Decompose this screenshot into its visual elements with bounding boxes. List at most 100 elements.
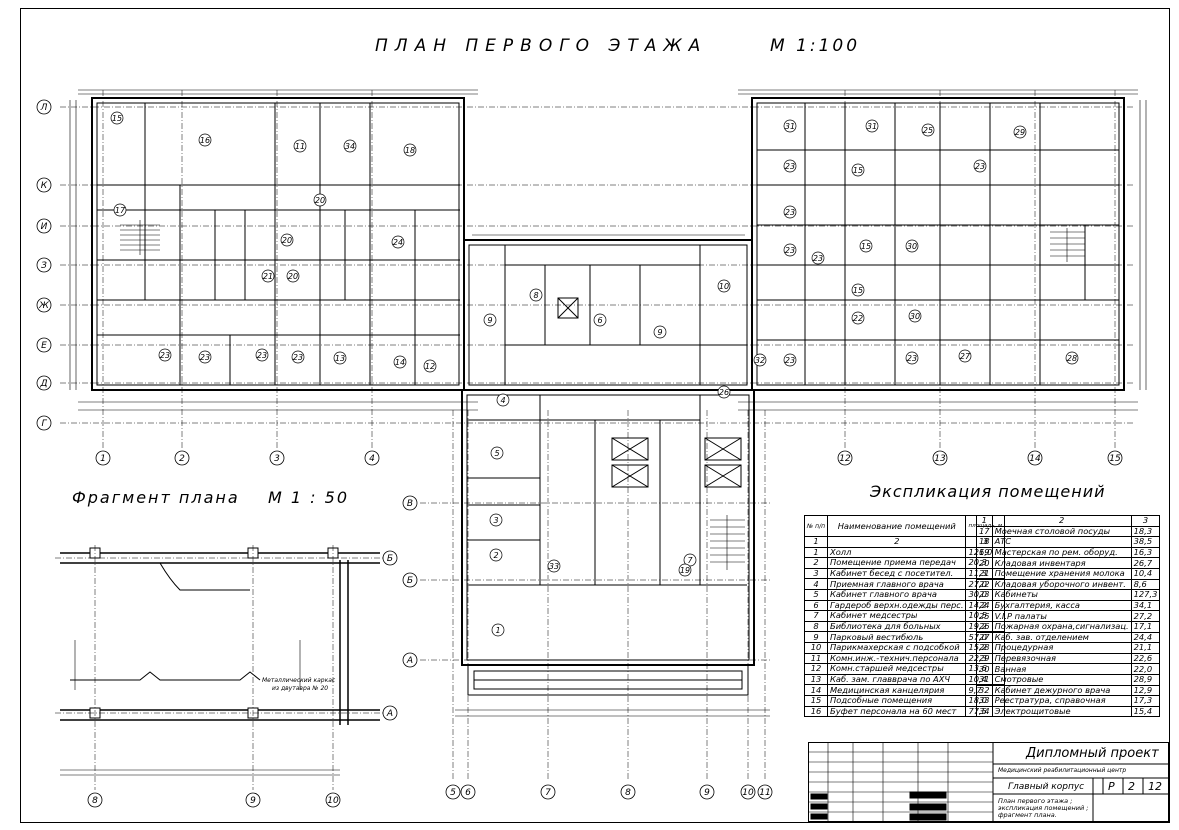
- room-number: 19: [680, 566, 690, 575]
- axis-row-label-circle: [36, 337, 52, 353]
- axis-col-label: 4: [369, 454, 375, 464]
- explication-cell-name: АТС: [991, 536, 1132, 548]
- explication-cell-name: Каб. зам. главврача по АХЧ: [827, 673, 967, 686]
- axis-col-label-circle: [1107, 450, 1123, 466]
- room-number-circle: [255, 348, 269, 362]
- explication-cell-n: 26: [976, 620, 993, 633]
- room-number-circle: [333, 351, 347, 365]
- explication-cell-n: 4: [803, 578, 829, 590]
- explication-cell-name: Каб. зав. отделением: [991, 631, 1132, 644]
- room-number-circle: [391, 235, 405, 249]
- room-number: 4: [500, 396, 505, 405]
- room-number: 21: [263, 272, 273, 281]
- room-number: 28: [1067, 354, 1077, 363]
- axis-col-label: 7: [545, 788, 551, 798]
- axis-row-label-circle: [36, 297, 52, 313]
- axis-col-label: 15: [1109, 454, 1121, 464]
- fragment-scale: М 1 : 50: [268, 488, 349, 507]
- explication-cell-name: Библиотека для больных: [827, 620, 967, 633]
- explication-cell-name: Ванная: [991, 663, 1132, 675]
- room-number-circle: [678, 563, 692, 577]
- explication-cell-n: 13: [803, 673, 829, 686]
- room-number-circle: [717, 385, 731, 399]
- axis-row-label: Ж: [38, 301, 49, 311]
- room-number-circle: [753, 353, 767, 367]
- explication-cell-name: Кабинет дежурного врача: [991, 684, 1132, 697]
- room-number-circle: [851, 163, 865, 177]
- explication-cell-n: 32: [976, 684, 993, 697]
- axis-col-label: 12: [839, 454, 851, 464]
- stamp-description: План первого этажа ; экспликация помещен…: [998, 797, 1089, 819]
- room-number-circle: [593, 313, 607, 327]
- axis-col-label-circle: [757, 784, 773, 800]
- room-number-circle: [851, 311, 865, 325]
- fragment-axis-label: 10: [327, 796, 339, 806]
- explication-cell-n: 25: [976, 610, 993, 622]
- axis-col-label-circle: [932, 450, 948, 466]
- room-number-circle: [313, 193, 327, 207]
- room-number: 23: [785, 356, 795, 365]
- axis-col-label-circle: [445, 784, 461, 800]
- axis-col-label: 1: [100, 454, 106, 464]
- room-number-circle: [286, 269, 300, 283]
- axis-row-label: Е: [41, 341, 47, 351]
- explication-cell-n: 11: [803, 652, 829, 665]
- explication-cell-n: 9: [803, 631, 829, 643]
- explication-cell-name: Кабинет медсестры: [827, 610, 967, 622]
- fragment-axis-label: 8: [92, 796, 98, 806]
- col-index-1: 1: [803, 536, 829, 548]
- col-index-2: 2: [991, 515, 1132, 527]
- axis-col-label: 9: [704, 788, 710, 798]
- explication-cell-area: 38,5: [1130, 536, 1161, 548]
- room-number-circle: [198, 133, 212, 147]
- explication-cell-n: 27: [976, 631, 993, 644]
- drawing-title: ПЛАН ПЕРВОГО ЭТАЖА: [375, 36, 708, 56]
- explication-cell-name: Помещение приема передач: [827, 557, 967, 569]
- center-link-outline: [463, 239, 753, 391]
- room-number-circle: [859, 239, 873, 253]
- explication-cell-name: Подсобные помещения: [827, 694, 967, 707]
- fragment-row-label-circle: [382, 550, 398, 566]
- axis-col-label: 8: [625, 788, 631, 798]
- axis-row-label: К: [41, 181, 48, 191]
- room-number-circle: [783, 205, 797, 219]
- explication-cell-area: 28,9: [1130, 673, 1161, 686]
- explication-cell-n: 22: [976, 578, 993, 591]
- explication-cell-area: 21,1: [1130, 642, 1161, 654]
- explication-cell-name: Электрощитовые: [991, 705, 1132, 718]
- explication-cell-name: Кладовая инвентаря: [991, 557, 1132, 569]
- explication-cell-n: 17: [976, 525, 993, 538]
- axis-col-label-circle: [740, 784, 756, 800]
- explication-cell-area: 22,0: [1130, 663, 1161, 675]
- explication-cell-area: 12,9: [1130, 684, 1161, 697]
- room-number: 20: [282, 236, 292, 245]
- explication-cell-n: 20: [976, 557, 993, 569]
- room-number-circle: [921, 123, 935, 137]
- explication-cell-name: Реестратура, справочная: [991, 695, 1132, 707]
- room-number-circle: [908, 309, 922, 323]
- room-number-circle: [158, 348, 172, 362]
- room-number: 32: [755, 356, 765, 365]
- explication-cell-n: 7: [803, 610, 829, 622]
- explication-cell-n: 19: [976, 546, 993, 559]
- explication-cell-name: Кабинет главного врача: [827, 588, 967, 601]
- axis-col-label-circle: [837, 450, 853, 466]
- room-number: 15: [861, 242, 871, 251]
- room-number: 25: [923, 126, 933, 135]
- room-number-circle: [483, 313, 497, 327]
